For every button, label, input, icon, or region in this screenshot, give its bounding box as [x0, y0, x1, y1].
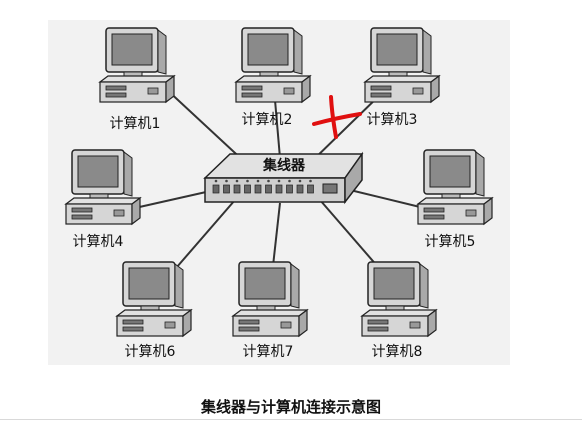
- label-pc5: 计算机5: [425, 234, 476, 250]
- computer-pc2: [234, 27, 312, 104]
- hub-port: [254, 184, 262, 194]
- hub-port: [286, 184, 293, 194]
- label-pc6: 计算机6: [125, 344, 176, 360]
- cable-pc1: [164, 87, 249, 166]
- hub-port: [223, 184, 230, 194]
- hub-port: [233, 184, 241, 194]
- hub-port: [275, 184, 283, 194]
- hub-led: [288, 179, 291, 183]
- computer-pc8: [360, 261, 438, 338]
- computers: 计算机1 计算机2 计算机3 计算机4 计算机5 计算机6 计算机7 计算机8: [64, 27, 494, 360]
- hub-device: 集线器: [203, 151, 364, 205]
- hub-ports: [212, 179, 314, 194]
- computer-pc5: [416, 149, 494, 226]
- diagram-caption: 集线器与计算机连接示意图: [200, 398, 381, 416]
- computer-pc6: [115, 261, 193, 338]
- computer-pc3: [363, 27, 441, 104]
- label-pc8: 计算机8: [372, 344, 423, 360]
- label-pc1: 计算机1: [110, 116, 161, 132]
- cable-pc4: [134, 189, 216, 209]
- cable-pc6: [169, 199, 236, 276]
- hub-label: 集线器: [262, 157, 306, 174]
- label-pc2: 计算机2: [242, 112, 293, 128]
- hub-led: [235, 179, 239, 183]
- hub-port: [265, 184, 272, 194]
- computer-pc1: [98, 27, 176, 104]
- hub-led: [214, 179, 218, 183]
- hub-led: [246, 179, 249, 183]
- hub-led: [267, 179, 270, 183]
- hub-led: [256, 179, 260, 183]
- red-cross-mark: [312, 95, 362, 139]
- computer-pc4: [64, 149, 142, 226]
- cable-pc2: [274, 99, 281, 159]
- bottom-divider: [0, 419, 582, 420]
- hub-port: [307, 184, 314, 194]
- hub-port: [296, 184, 304, 194]
- hub-port: [244, 184, 251, 194]
- label-pc4: 计算机4: [73, 234, 124, 250]
- computer-pc7: [231, 261, 309, 338]
- cable-pc5: [349, 189, 421, 208]
- hub-led: [225, 179, 228, 183]
- hub-led: [298, 179, 302, 183]
- hub-port: [212, 184, 220, 194]
- hub-led: [309, 179, 312, 183]
- label-pc3: 计算机3: [367, 112, 418, 128]
- label-pc7: 计算机7: [243, 344, 294, 360]
- hub-led: [277, 179, 281, 183]
